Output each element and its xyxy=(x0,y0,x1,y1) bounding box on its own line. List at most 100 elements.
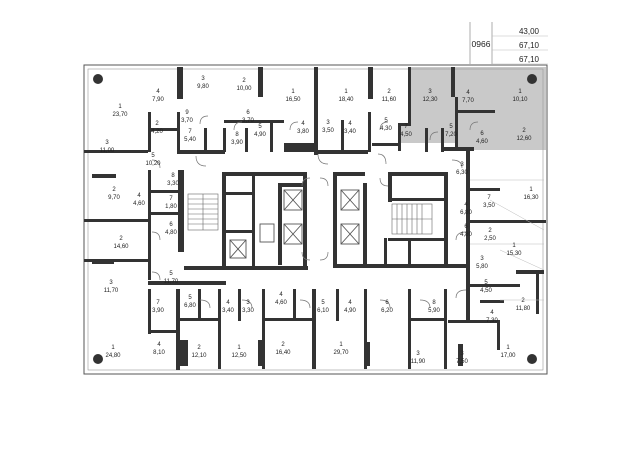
area-value-usable: 67,10 xyxy=(519,55,540,64)
room-label: 74,50 xyxy=(400,124,412,138)
room-number: 3 xyxy=(460,162,464,168)
room-number: 2 xyxy=(281,342,285,348)
room-label: 511,70 xyxy=(164,271,179,285)
room-number: 1 xyxy=(506,345,510,351)
room-number: 3 xyxy=(428,89,432,95)
selected-apartment[interactable] xyxy=(398,67,546,150)
room-area: 6,30 xyxy=(456,170,468,176)
room-area: 6,20 xyxy=(381,308,393,314)
room-label: 54,30 xyxy=(380,118,392,132)
room-number: 8 xyxy=(432,300,436,306)
corner-columns xyxy=(93,74,537,364)
room-number: 7 xyxy=(188,129,192,135)
room-label: 112,50 xyxy=(231,345,247,359)
room-label: 118,40 xyxy=(338,89,354,103)
room-label: 37,50 xyxy=(456,351,468,365)
room-number: 5 xyxy=(151,153,155,159)
room-label: 216,40 xyxy=(275,342,291,356)
room-label: 117,00 xyxy=(500,345,516,359)
room-label: 44,60 xyxy=(275,292,287,306)
room-label: 44,60 xyxy=(133,193,145,207)
room-area: 11,90 xyxy=(411,359,426,365)
room-label: 83,90 xyxy=(231,132,243,146)
room-number: 3 xyxy=(326,120,330,126)
room-number: 4 xyxy=(157,342,161,348)
room-label: 214,60 xyxy=(113,236,129,250)
room-label: 64,60 xyxy=(476,131,488,145)
room-number: 1 xyxy=(512,243,516,249)
room-number: 4 xyxy=(301,121,305,127)
room-area: 2,50 xyxy=(484,236,496,242)
room-number: 1 xyxy=(529,187,533,193)
apartment-info-box: 0966 43,00 67,10 67,10 xyxy=(468,22,548,65)
room-number: 7 xyxy=(156,300,160,306)
room-number: 3 xyxy=(246,300,250,306)
room-label: 64,80 xyxy=(460,224,472,238)
room-number: 2 xyxy=(242,78,246,84)
room-label: 73,90 xyxy=(152,300,164,314)
room-area: 3,50 xyxy=(322,128,334,134)
room-label: 93,70 xyxy=(181,110,193,124)
room-label: 43,80 xyxy=(297,121,309,135)
room-label: 129,70 xyxy=(333,342,349,356)
room-area: 17,00 xyxy=(500,353,516,359)
room-number: 4 xyxy=(348,300,352,306)
room-area: 7,20 xyxy=(445,132,457,138)
room-label: 47,70 xyxy=(462,90,474,104)
room-label: 24,20 xyxy=(151,121,163,135)
room-label: 211,60 xyxy=(382,89,397,103)
room-label: 211,80 xyxy=(516,298,531,312)
room-number: 3 xyxy=(480,256,484,262)
room-number: 7 xyxy=(487,195,491,201)
room-label: 71,80 xyxy=(165,196,177,210)
room-area: 11,80 xyxy=(516,306,531,312)
room-number: 4 xyxy=(279,292,283,298)
room-label: 43,40 xyxy=(222,300,234,314)
door-swings xyxy=(151,115,479,309)
room-number: 3 xyxy=(105,140,109,146)
area-value-living: 67,10 xyxy=(519,41,540,50)
room-label: 54,90 xyxy=(254,124,266,138)
room-number: 4 xyxy=(466,90,470,96)
walls xyxy=(84,67,546,370)
room-area: 4,80 xyxy=(460,232,472,238)
facade-window-lines xyxy=(470,179,545,301)
room-number: 8 xyxy=(171,173,175,179)
stairwells xyxy=(187,193,433,235)
room-area: 12,30 xyxy=(422,97,438,103)
room-number: 7 xyxy=(169,196,173,202)
room-area: 10,20 xyxy=(145,161,161,167)
room-area: 11,70 xyxy=(104,288,119,294)
room-area: 4,80 xyxy=(165,230,177,236)
room-label: 110,10 xyxy=(512,89,528,103)
elevator-shafts xyxy=(229,189,360,259)
room-number: 5 xyxy=(188,295,192,301)
room-label: 311,00 xyxy=(100,140,115,154)
room-area: 4,20 xyxy=(151,129,163,135)
room-label: 54,50 xyxy=(480,280,492,294)
room-area: 4,30 xyxy=(380,126,392,132)
room-number: 3 xyxy=(109,280,113,286)
room-area: 16,40 xyxy=(275,350,291,356)
room-number: 4 xyxy=(464,202,468,208)
room-label: 73,50 xyxy=(483,195,495,209)
room-area: 9,70 xyxy=(108,195,120,201)
room-number: 4 xyxy=(137,193,141,199)
room-area: 3,70 xyxy=(181,118,193,124)
room-area: 3,90 xyxy=(231,140,243,146)
room-area: 11,00 xyxy=(100,148,115,154)
room-label: 312,30 xyxy=(422,89,438,103)
room-area: 4,50 xyxy=(480,288,492,294)
room-area: 6,10 xyxy=(317,308,329,314)
unit-code: 0966 xyxy=(472,39,491,49)
room-area: 29,70 xyxy=(333,350,349,356)
room-number: 4 xyxy=(348,121,352,127)
room-label: 22,50 xyxy=(484,228,496,242)
room-area: 11,60 xyxy=(382,97,397,103)
room-area: 7,90 xyxy=(152,97,164,103)
room-label: 56,10 xyxy=(317,300,329,314)
room-label: 124,80 xyxy=(105,345,121,359)
